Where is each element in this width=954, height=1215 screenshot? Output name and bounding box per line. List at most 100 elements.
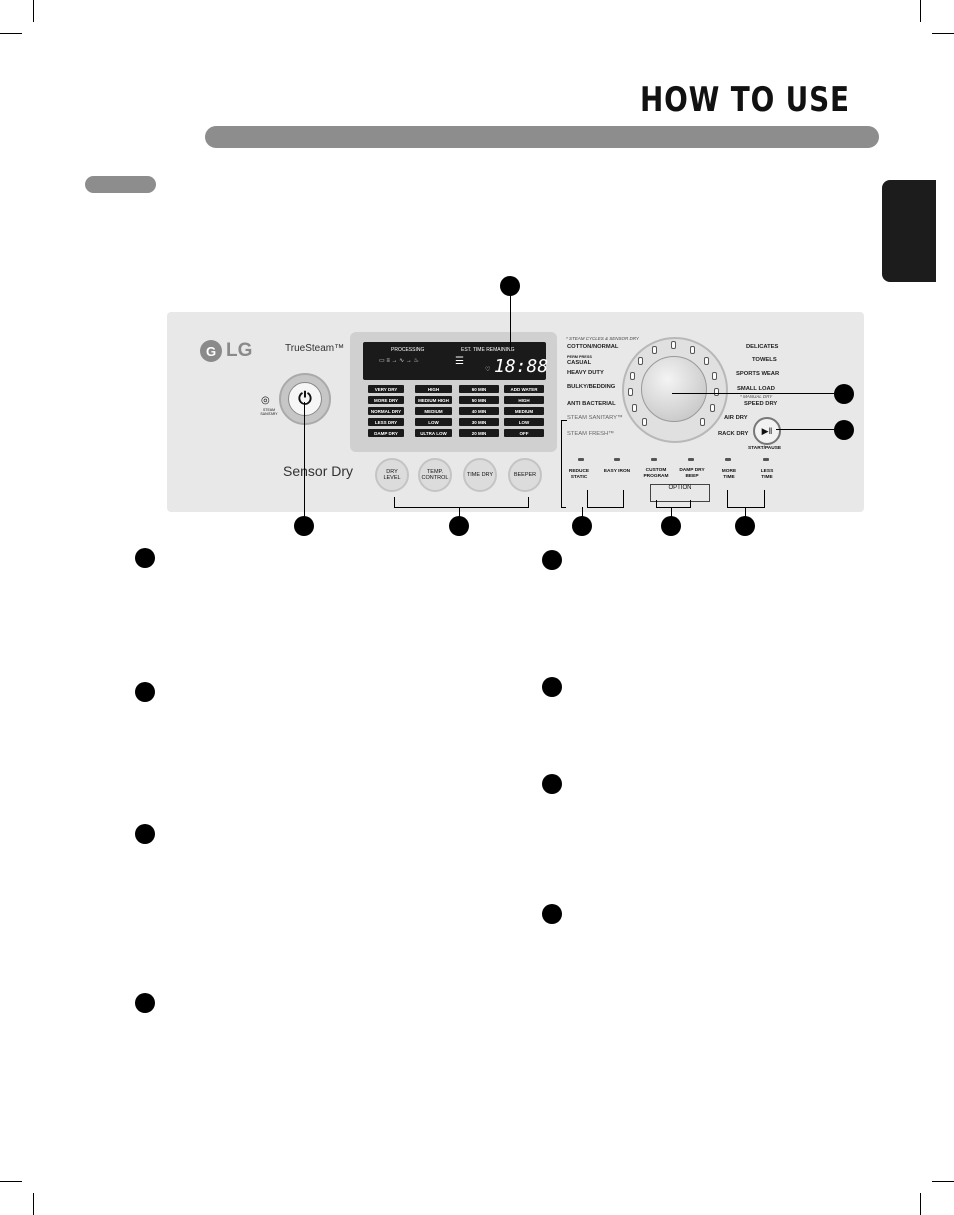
power-icon: ⏻ [288, 382, 322, 416]
crop-mark [0, 1181, 22, 1182]
dial-indicator [690, 346, 695, 354]
brand-logo: G LG [200, 340, 252, 362]
play-pause-icon: ▶‖ [761, 425, 773, 436]
section-marker [542, 774, 562, 794]
option-led [763, 458, 769, 461]
cycle-label: STEAM FRESH™ [567, 431, 615, 437]
bracket-line [561, 507, 566, 508]
bracket-line [582, 507, 583, 517]
cycle-label: TOWELS [752, 357, 777, 363]
cycle-label: DELICATES [746, 344, 779, 350]
cycle-label: BULKY/BEDDING [567, 384, 616, 390]
dial-note: * STEAM CYCLES & SENSOR DRY [566, 336, 639, 341]
steam-sanitary-small-label: STEAM SANITARY [260, 408, 278, 416]
option-led [651, 458, 657, 461]
grid-cell: 60 MIN [459, 385, 499, 393]
cycle-label: SPEED DRY [744, 401, 778, 407]
sensor-dry-label: Sensor Dry [283, 463, 354, 479]
callout-line [672, 393, 834, 394]
grid-cell: LESS DRY [368, 418, 404, 426]
section-marker [542, 904, 562, 924]
bracket-line [656, 507, 691, 508]
cycle-label: COTTON/NORMAL [567, 344, 619, 350]
callout-marker [661, 516, 681, 536]
grid-cell: 40 MIN [459, 407, 499, 415]
grid-cell: 30 MIN [459, 418, 499, 426]
bracket-line [764, 490, 765, 507]
cycle-label: SPORTS WEAR [736, 371, 780, 377]
crop-mark [932, 1181, 954, 1182]
start-pause-button[interactable]: ▶‖ [753, 417, 781, 445]
bracket-line [671, 507, 672, 517]
dial-indicator [671, 341, 676, 349]
easy-iron-button[interactable]: EASY IRON [603, 469, 631, 474]
bracket-line [745, 507, 746, 517]
callout-marker [735, 516, 755, 536]
crop-mark [920, 1193, 921, 1215]
steam-icon: ◎ [261, 395, 270, 406]
crop-mark [33, 0, 34, 22]
cycle-label: ANTI BACTERIAL [567, 401, 616, 407]
callout-line [304, 402, 305, 517]
more-time-button[interactable]: MORE TIME [721, 469, 737, 480]
bracket-line [459, 507, 460, 517]
child-lock-icon: ♡ [485, 367, 491, 373]
reduce-static-button[interactable]: REDUCE STATIC [568, 469, 590, 480]
callout-line [510, 295, 511, 350]
beeper-button[interactable]: BEEPER [508, 458, 542, 492]
time-dry-button[interactable]: TIME DRY [463, 458, 497, 492]
power-button[interactable]: ⏻ [279, 373, 331, 425]
grid-cell: LOW [415, 418, 452, 426]
subsection-pill [85, 176, 156, 193]
section-marker [542, 550, 562, 570]
dial-indicator [630, 372, 635, 380]
dry-level-button[interactable]: DRY LEVEL [375, 458, 409, 492]
less-time-button[interactable]: LESS TIME [760, 469, 774, 480]
grid-cell: MEDIUM [504, 407, 544, 415]
section-marker [135, 548, 155, 568]
cycle-label: HEAVY DUTY [567, 370, 604, 376]
bracket-line [394, 497, 395, 507]
custom-program-button[interactable]: CUSTOM PROGRAM [643, 468, 669, 479]
section-marker [135, 682, 155, 702]
brand-text: LG [226, 340, 253, 361]
bracket-line [528, 497, 529, 507]
grid-cell: MEDIUM HIGH [415, 396, 452, 404]
callout-marker [834, 420, 854, 440]
lcd-display: PROCESSING EST. TIME REMAINING ▭ ≡ → ∿ →… [363, 342, 549, 380]
bracket-line [561, 420, 567, 421]
dial-indicator [638, 357, 643, 365]
cycle-label: SMALL LOAD [737, 386, 775, 392]
grid-cell: NORMAL DRY [368, 407, 404, 415]
bracket-line [561, 420, 562, 508]
section-header-bar [205, 126, 879, 148]
callout-line [776, 429, 834, 430]
temp-control-button[interactable]: TEMP. CONTROL [418, 458, 452, 492]
callout-marker [449, 516, 469, 536]
time-digits: 18:88 [494, 356, 549, 377]
option-led [614, 458, 620, 461]
cycle-label: AIR DRY [724, 415, 748, 421]
section-marker [542, 677, 562, 697]
damp-dry-beep-button[interactable]: DAMP DRY BEEP [679, 468, 705, 479]
grid-cell: MORE DRY [368, 396, 404, 404]
dial-indicator [628, 388, 633, 396]
cycle-dial-knob[interactable] [641, 356, 707, 422]
filter-icon: ☰ [455, 356, 464, 367]
crop-mark [33, 1193, 34, 1215]
callout-marker [500, 276, 520, 296]
est-time-label: EST. TIME REMAINING [461, 347, 515, 353]
dial-indicator [652, 346, 657, 354]
bracket-line [727, 507, 765, 508]
grid-cell: 50 MIN [459, 396, 499, 404]
grid-cell: LOW [504, 418, 544, 426]
option-led [725, 458, 731, 461]
page-title: HOW TO USE [640, 80, 850, 120]
cycle-label: RACK DRY [718, 431, 749, 437]
progress-icons: ▭ ≡ → ∿ → ♨ [379, 358, 419, 364]
dial-indicator [642, 418, 647, 426]
dial-indicator [712, 372, 717, 380]
grid-cell: 20 MIN [459, 429, 499, 437]
dial-indicator [700, 418, 705, 426]
option-label: OPTION [668, 485, 692, 491]
